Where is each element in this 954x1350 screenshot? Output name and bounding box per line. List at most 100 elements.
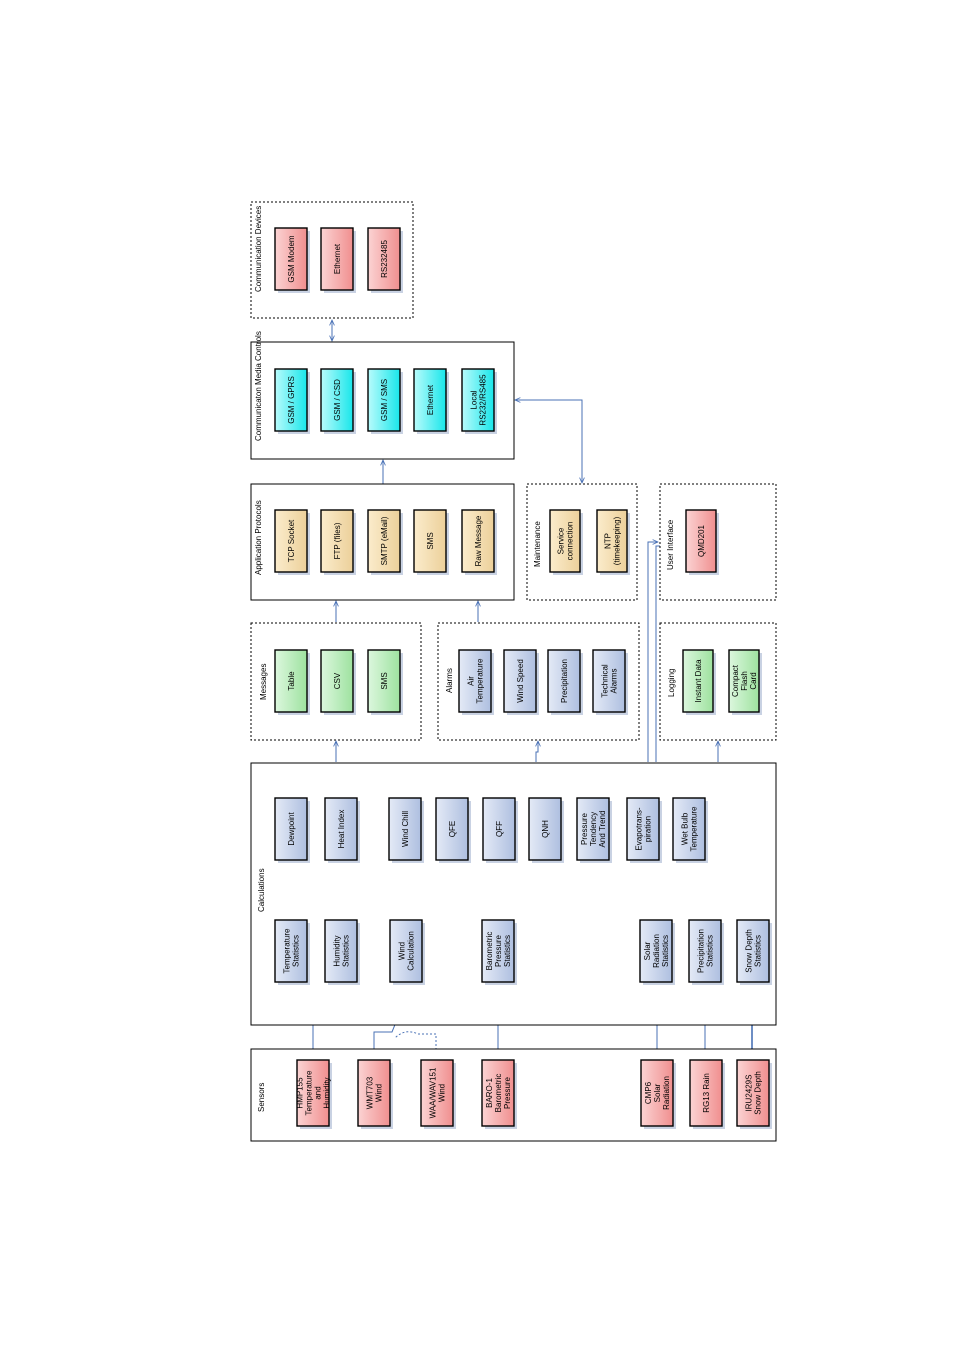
box-barometric-statistics: BarometricPressureStatistics: [481, 919, 517, 985]
box-label-cmp6: CMP6SolarRadiation: [644, 1076, 671, 1110]
box-precipitation-statistics: PrecipitationStatistics: [688, 919, 724, 985]
box-body: [549, 509, 581, 573]
box-body: [274, 649, 308, 713]
box-wind-calculation: WindCalculation: [389, 919, 425, 985]
box-msg-sms: SMS: [367, 649, 403, 715]
box-gsm-csd: GSM / CSD: [320, 368, 356, 434]
box-label-tcp-socket: TCP Socket: [287, 519, 296, 562]
group-label-user-interface: User Interface: [666, 519, 675, 570]
box-label-gsm-gprs: GSM / GPRS: [287, 376, 296, 424]
box-body: [528, 797, 562, 861]
box-body: [688, 919, 722, 983]
box-rs232485: RS232485: [367, 227, 403, 293]
box-wind-chill: Wind Chill: [388, 797, 424, 863]
box-pressure-tendency: PressureTendencyAnd Trend: [576, 797, 612, 863]
connector-calc-ui: [647, 542, 658, 762]
box-body: [413, 368, 447, 432]
box-label-ethernet-device: Ethernet: [333, 243, 342, 274]
box-body: [274, 919, 308, 983]
box-qnh: QNH: [528, 797, 564, 863]
box-label-wind-chill: Wind Chill: [401, 811, 410, 847]
box-evapotranspiration: Evapotrans-piration: [626, 797, 662, 863]
box-label-baro1: BARO-1BarometricPressure: [485, 1074, 512, 1113]
box-wmt703: WMT703Wind: [357, 1059, 393, 1129]
box-label-gsm-csd: GSM / CSD: [333, 379, 342, 421]
box-body: [324, 797, 358, 861]
box-qff: QFF: [482, 797, 518, 863]
box-body: [296, 1059, 330, 1127]
box-body: [626, 797, 660, 861]
box-label-hmp155: HMP155TemperatureandHumidity: [296, 1070, 332, 1115]
box-label-rs232485: RS232485: [380, 240, 389, 278]
box-label-alarm-wind-speed: Wind Speed: [516, 659, 525, 703]
box-iru2429s: IRU2429SSnow Depth: [736, 1059, 772, 1129]
box-body: [435, 797, 469, 861]
box-body: [596, 509, 628, 573]
box-body: [367, 649, 401, 713]
box-body: [324, 919, 358, 983]
box-waa-wav151: WAA/WAV151Wind: [420, 1059, 456, 1129]
box-label-qfe: QFE: [448, 821, 457, 837]
box-instant-data: Instant Data: [682, 649, 716, 715]
box-temperature-statistics: TemperatureStatistics: [274, 919, 310, 985]
box-heat-index: Heat Index: [324, 797, 360, 863]
box-label-wmt703: WMT703Wind: [366, 1076, 384, 1109]
box-qmd201: QMD201: [685, 509, 719, 575]
box-body: [728, 649, 760, 713]
box-label-gsm-modem: GSM Modem: [287, 235, 296, 282]
box-body: [689, 1059, 723, 1127]
box-label-dewpoint: Dewpoint: [287, 812, 296, 846]
box-label-local-rs232: LocalRS232/RS485: [470, 374, 488, 426]
box-body: [320, 227, 354, 291]
box-body: [481, 919, 515, 983]
box-ftp-files: FTP (files): [320, 509, 356, 575]
box-ethernet-media: Ethernet: [413, 368, 449, 434]
box-smtp-email: SMTP (eMail): [367, 509, 403, 575]
box-msg-table: Table: [274, 649, 310, 715]
box-label-precipitation-statistics: PrecipitationStatistics: [697, 929, 715, 973]
box-raw-message: Raw Message: [461, 509, 497, 575]
group-label-communication-devices: Communication Devices: [254, 206, 263, 292]
group-label-alarms: Alarms: [445, 668, 454, 693]
box-body: [736, 1059, 770, 1127]
box-label-ethernet-media: Ethernet: [426, 384, 435, 415]
box-label-wind-calculation: WindCalculation: [398, 931, 416, 971]
box-body: [367, 227, 401, 291]
box-qfe: QFE: [435, 797, 471, 863]
box-cmp6: CMP6SolarRadiation: [640, 1059, 676, 1129]
box-body: [672, 797, 706, 861]
box-baro1: BARO-1BarometricPressure: [481, 1059, 517, 1129]
box-label-wet-bulb: Wet BulbTemperature: [681, 806, 699, 851]
box-alarm-wind-speed: Wind Speed: [503, 649, 539, 715]
group-label-communication-media-controls: Communicaton Media Controls: [254, 331, 263, 441]
box-wet-bulb: Wet BulbTemperature: [672, 797, 708, 863]
box-label-service-connection: Serviceconnection: [557, 522, 575, 561]
box-body: [388, 797, 422, 861]
box-hmp155: HMP155TemperatureandHumidity: [296, 1059, 332, 1129]
box-label-evapotranspiration: Evapotrans-piration: [635, 807, 653, 850]
box-label-ftp-files: FTP (files): [333, 522, 342, 559]
box-snow-statistics: Snow DepthStatistics: [736, 919, 772, 985]
box-body: [736, 919, 770, 983]
connector-media-maintenance: [515, 400, 582, 483]
box-msg-csv: CSV: [320, 649, 356, 715]
box-label-qmd201: QMD201: [697, 524, 706, 557]
box-gsm-modem: GSM Modem: [274, 227, 310, 293]
box-alarm-air-temperature: AirTemperature: [458, 649, 494, 715]
box-label-humidity-statistics: HumidityStatistics: [333, 935, 351, 967]
box-body: [503, 649, 537, 713]
box-label-ntp-timekeeping: NTP(timekeeping): [604, 516, 622, 565]
box-compact-flash: CompactFlashCard: [728, 649, 762, 715]
box-label-raw-message: Raw Message: [474, 515, 483, 566]
box-label-compact-flash: CompactFlashCard: [731, 664, 758, 697]
box-body: [274, 509, 308, 573]
box-body: [320, 368, 354, 432]
box-body: [461, 368, 495, 432]
group-label-maintenance: Maintenance: [533, 521, 542, 567]
box-label-qff: QFF: [495, 821, 504, 837]
group-label-logging: Logging: [667, 669, 676, 697]
box-gsm-sms: GSM / SMS: [367, 368, 403, 434]
box-label-msg-sms: SMS: [380, 672, 389, 689]
box-label-instant-data: Instant Data: [694, 659, 703, 703]
